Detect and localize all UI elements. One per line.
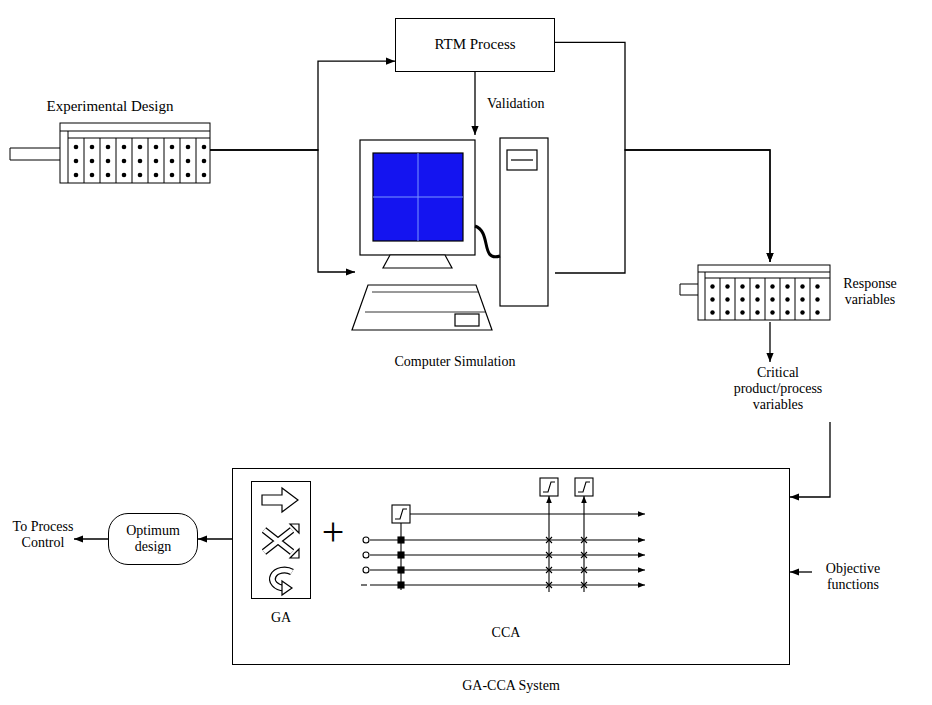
- text-node: Critical product/process variables: [722, 362, 834, 422]
- cca-network-icon: [361, 478, 645, 592]
- edge-label: Validation: [485, 96, 547, 112]
- flow-arrow: [555, 150, 770, 273]
- terminal-box: Optimum design: [108, 513, 198, 565]
- computer-icon: [352, 138, 548, 330]
- node-text: Computer Simulation: [395, 354, 516, 370]
- experiment-table: [10, 123, 210, 183]
- plus-sign: +: [314, 512, 352, 552]
- flow-arrow: [555, 42, 770, 262]
- table-node: Experimental Design: [10, 95, 210, 185]
- cca-node: CCA: [356, 471, 656, 641]
- table-node: Response variables: [680, 262, 905, 322]
- ga-box: GA: [251, 481, 311, 599]
- text-node: To Process Control: [12, 505, 74, 565]
- node-text: Optimum design: [109, 523, 197, 555]
- node-text: To Process Control: [12, 519, 74, 551]
- flow-arrow: [769, 322, 770, 362]
- node-text: GA-CCA System: [462, 678, 560, 694]
- flow-arrow: [790, 422, 830, 497]
- node-text: Experimental Design: [46, 98, 173, 115]
- system-box: GA-CCA SystemGACCA: [232, 468, 790, 665]
- node-text: RTM Process: [430, 36, 519, 53]
- flow-arrow: [474, 72, 475, 135]
- flow-arrow: [210, 150, 355, 272]
- flow-arrow: [198, 538, 232, 539]
- node-text: Critical product/process variables: [722, 365, 834, 413]
- response-table: [680, 265, 830, 320]
- process-box: RTM Process: [395, 18, 555, 72]
- flow-arrow: [210, 61, 395, 150]
- text-node: Objective functions: [812, 558, 894, 600]
- node-text: CCA: [492, 625, 521, 641]
- node-text: Objective functions: [812, 561, 894, 593]
- ga-operator-icons: [262, 488, 299, 595]
- node-text: Response variables: [835, 276, 905, 308]
- computer-node: Computer Simulation: [355, 135, 555, 370]
- flow-arrow: [74, 538, 108, 539]
- flow-arrow: [790, 571, 812, 572]
- node-text: GA: [271, 610, 291, 626]
